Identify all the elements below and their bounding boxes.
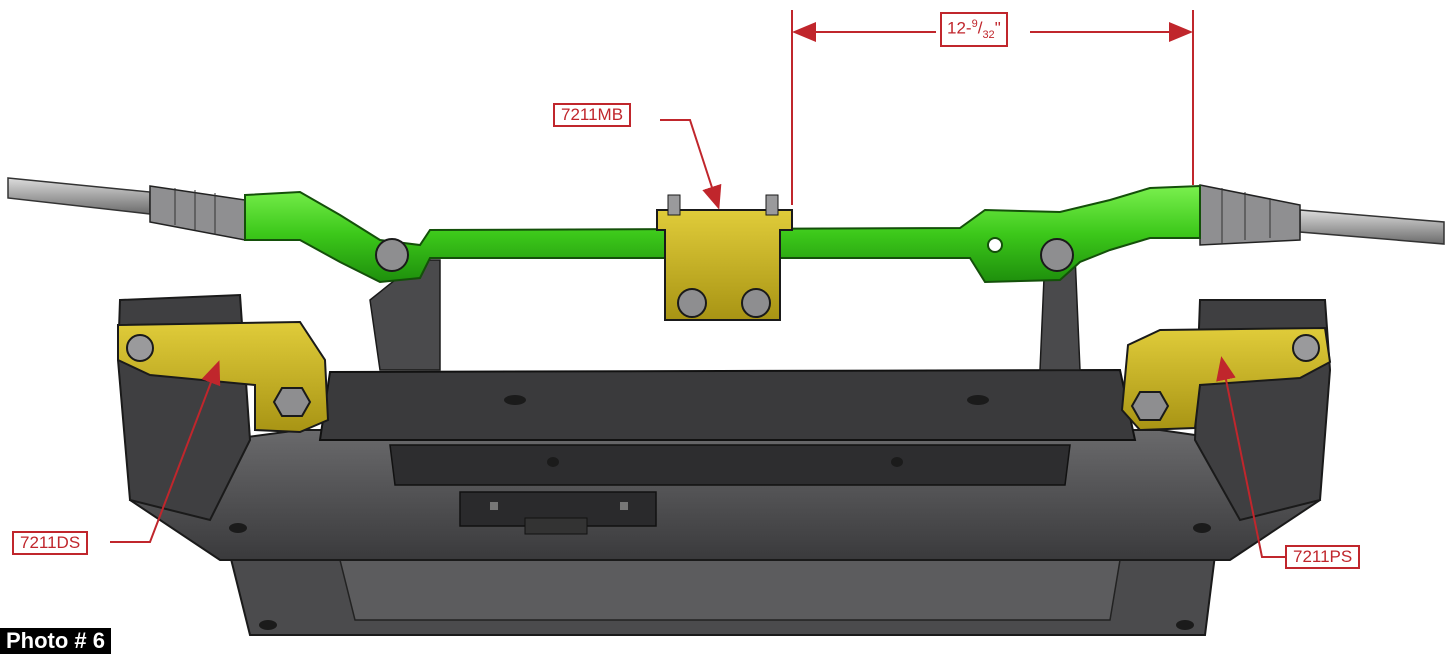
right-tie-rod	[1199, 184, 1445, 246]
dimension-unit: "	[994, 18, 1001, 38]
dimension-slash: /	[977, 18, 983, 38]
photo-caption: Photo # 6	[0, 628, 112, 654]
dimension-annotation	[791, 10, 1194, 205]
dimension-whole: 12-	[947, 18, 972, 38]
callout-7211mb: 7211MB	[553, 103, 632, 127]
callout-7211ps: 7211PS	[1285, 545, 1361, 569]
center-mount-bracket	[656, 194, 793, 321]
callout-7211ds: 7211DS	[12, 531, 89, 555]
dimension-numerator: 9	[971, 18, 978, 30]
dimension-denominator: 32	[982, 29, 995, 42]
callout-leaders	[110, 119, 1287, 558]
driver-side-bracket	[117, 320, 330, 434]
dimension-label: 12-9/32"	[940, 12, 1008, 48]
left-tie-rod	[7, 177, 246, 241]
